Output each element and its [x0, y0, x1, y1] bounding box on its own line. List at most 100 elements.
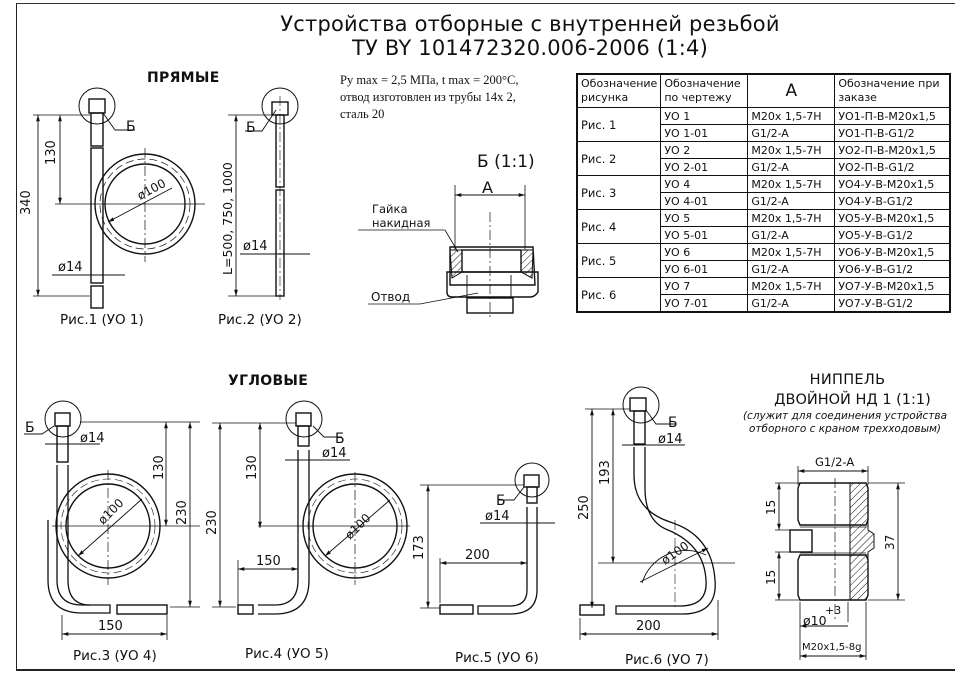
- nipple-title-2: ДВОЙНОЙ НД 1 (1:1): [774, 392, 931, 408]
- cell-a: G1/2-A: [747, 294, 836, 313]
- hex-body: [446, 271, 539, 298]
- detail-b-drawing: [358, 185, 539, 320]
- cell-figure: Рис. 2: [576, 141, 662, 176]
- fig3-drawing: [24, 400, 200, 640]
- pipe-segment: [90, 285, 104, 309]
- detail-b-circle: [78, 87, 116, 125]
- fig4-dim-width: 150: [256, 554, 281, 569]
- fig3-caption: Рис.3 (УО 4): [73, 648, 157, 664]
- pipe-segment: [90, 147, 104, 284]
- cell-drawing: УО 1: [660, 107, 749, 125]
- fig3-dim-overall: 230: [175, 500, 190, 525]
- cell-a: M20x 1,5-7H: [747, 243, 836, 261]
- cell-a: M20x 1,5-7H: [747, 175, 836, 193]
- header-order: Обозначение при заказе: [834, 73, 951, 108]
- fig5-dim-pipe: ø14: [485, 509, 510, 524]
- fig2-dim-pipe: ø14: [243, 239, 268, 254]
- fig5-dim-width: 200: [465, 548, 490, 563]
- fig6-dim-overall: 250: [577, 495, 592, 520]
- fig6-dim-pipe: ø14: [658, 432, 683, 447]
- cell-a: M20x 1,5-7H: [747, 209, 836, 227]
- fig5-drawing: [420, 462, 555, 615]
- detail-b-circle: [622, 386, 660, 424]
- nipple-dim-bore-tol: +3: [825, 604, 841, 617]
- nipple-sub-1: (служит для соединения устройства: [742, 410, 948, 422]
- leader-b: [245, 109, 277, 132]
- cell-a: G1/2-A: [747, 124, 836, 142]
- note-line-1: Ру max = 2,5 МПа, t max = 200°С,: [340, 73, 519, 87]
- fig1-dim-to-center: 130: [44, 140, 59, 165]
- section-angular-heading: УГЛОВЫЕ: [228, 373, 309, 389]
- detail-b-label-nut-1: Гайка: [372, 202, 408, 216]
- nipple-drawing: [775, 466, 905, 660]
- cell-order: УО7-У-В-M20x1,5: [834, 277, 951, 295]
- fig4-dim-overall: 230: [205, 510, 220, 535]
- fig5-detail-mark: Б: [496, 493, 506, 509]
- fig1-dim-overall: 340: [19, 190, 34, 215]
- cell-order: УО6-У-В-G1/2: [834, 260, 951, 278]
- fig1-caption: Рис.1 (УО 1): [60, 312, 144, 328]
- cell-figure: Рис. 3: [576, 175, 662, 210]
- nipple-dim-lower: 15: [764, 570, 778, 585]
- cell-order: УО7-У-В-G1/2: [834, 294, 951, 313]
- fig4-dim-pipe: ø14: [322, 446, 347, 461]
- fig3-detail-mark: Б: [25, 420, 35, 436]
- note-line-2: отвод изготовлен из трубы 14х 2,: [340, 90, 516, 104]
- nipple-dim-top-thread: G1/2-A: [815, 455, 854, 469]
- fig3-dim-pipe: ø14: [80, 431, 105, 446]
- designation-table: Обозначение рисунка Обозначение по черте…: [576, 73, 952, 313]
- fig6-dim-to-center: 193: [598, 460, 613, 485]
- fig1-dim-pipe: ø14: [58, 260, 83, 275]
- nipple-dim-upper: 15: [764, 500, 778, 515]
- detail-b-circle: [514, 462, 550, 498]
- fig5-dim-height: 173: [412, 535, 427, 560]
- header-a: А: [747, 73, 836, 108]
- header-drawing: Обозначение по чертежу: [660, 73, 749, 108]
- sheet-title: Устройства отборные с внутренней резьбой…: [280, 12, 780, 60]
- fig6-caption: Рис.6 (УО 7): [625, 652, 709, 668]
- fig2-caption: Рис.2 (УО 2): [218, 312, 302, 328]
- cell-drawing: УО 6-01: [660, 260, 749, 278]
- detail-b-circle: [285, 400, 323, 438]
- cell-drawing: УО 1-01: [660, 124, 749, 142]
- nipple-dim-height: 37: [883, 535, 897, 550]
- spec-note: Ру max = 2,5 МПа, t max = 200°С, отвод и…: [340, 72, 518, 123]
- cell-order: УО4-У-В-M20x1,5: [834, 175, 951, 193]
- cell-drawing: УО 6: [660, 243, 749, 261]
- nipple-dim-bottom-thread: M20x1,5-8g: [802, 642, 862, 653]
- title-line-1: Устройства отборные с внутренней резьбой: [280, 12, 780, 36]
- cell-a: M20x 1,5-7H: [747, 277, 836, 295]
- detail-b-dim-a: А: [482, 178, 493, 197]
- fig4-detail-mark: Б: [335, 431, 345, 447]
- detail-b-title: Б (1:1): [477, 152, 535, 172]
- fitting-nut-icon: [88, 98, 106, 114]
- fig4-dim-to-center: 130: [245, 455, 260, 480]
- fig3-dim-to-center: 130: [152, 455, 167, 480]
- fig2-drawing: [228, 87, 310, 300]
- cell-drawing: УО 7-01: [660, 294, 749, 313]
- detail-b-circle: [44, 400, 82, 438]
- leader-b: [102, 112, 135, 131]
- pipe-segment: [90, 112, 104, 147]
- drawing-sheet-frame: [16, 3, 955, 671]
- cell-figure: Рис. 5: [576, 243, 662, 278]
- fig4-caption: Рис.4 (УО 5): [245, 646, 329, 662]
- fig1-detail-mark: Б: [126, 119, 136, 135]
- cell-a: M20x 1,5-7H: [747, 107, 836, 125]
- section-straight-heading: ПРЯМЫЕ: [147, 70, 220, 86]
- cell-a: G1/2-A: [747, 226, 836, 244]
- title-line-2: ТУ BY 101472320.006-2006 (1:4): [352, 36, 708, 60]
- fig3-dim-width: 150: [98, 619, 123, 634]
- nipple-heading: НИППЕЛЬ ДВОЙНОЙ НД 1 (1:1) (служит для с…: [705, 370, 955, 436]
- detail-b-label-branch: Отвод: [371, 290, 410, 304]
- cell-drawing: УО 5-01: [660, 226, 749, 244]
- dim-line: [77, 498, 143, 557]
